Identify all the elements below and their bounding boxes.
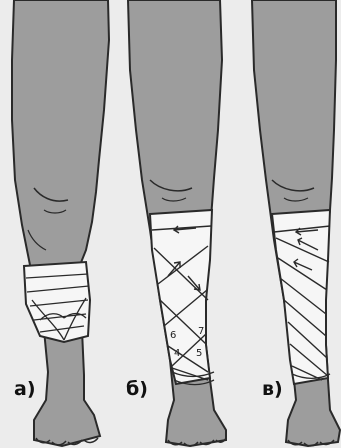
panel-label-c: в) bbox=[262, 380, 283, 399]
panel-label-a: а) bbox=[14, 380, 36, 399]
bandage-number: 6 bbox=[170, 330, 176, 341]
bandage-number: 4 bbox=[174, 348, 180, 359]
bandage-number: 5 bbox=[196, 348, 202, 359]
panel-label-b: б) bbox=[126, 380, 148, 399]
bandage-number: 7 bbox=[198, 326, 204, 337]
leg-c-bandage bbox=[272, 210, 330, 384]
